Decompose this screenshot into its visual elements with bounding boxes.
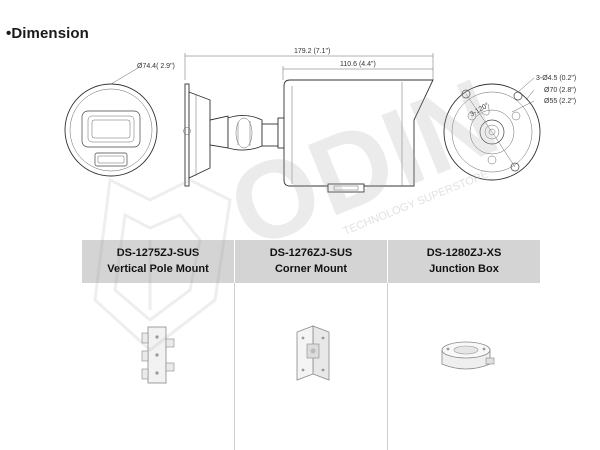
accessories-table: DS-1275ZJ-SUS Vertical Pole Mount DS-127…	[82, 240, 540, 450]
accessory-model: DS-1280ZJ-XS	[426, 247, 502, 259]
accessory-model: DS-1275ZJ-SUS	[116, 247, 200, 259]
column-divider	[387, 283, 388, 450]
dimension-drawing: Ø74.4( 2.9") 179.2 (7.1") 110.6 (4.4")	[64, 48, 576, 193]
base-outer-label: Ø70 (2.8")	[544, 87, 576, 94]
accessory-name: Vertical Pole Mount	[107, 263, 209, 275]
total-length-label: 179.2 (7.1")	[294, 48, 330, 55]
accessory-column: DS-1280ZJ-XS Junction Box	[388, 240, 540, 450]
junction-box-icon	[441, 341, 495, 370]
accessory-column: DS-1276ZJ-SUS Corner Mount	[235, 240, 387, 450]
accessory-header: DS-1275ZJ-SUS Vertical Pole Mount	[82, 240, 234, 283]
accessory-column: DS-1275ZJ-SUS Vertical Pole Mount	[82, 240, 234, 450]
base-inner-label: Ø55 (2.2")	[544, 98, 576, 105]
front-diameter-label: Ø74.4( 2.9")	[137, 63, 175, 70]
body-length-label: 110.6 (4.4")	[340, 61, 376, 68]
base-view	[443, 83, 541, 181]
accessory-name: Corner Mount	[274, 263, 348, 275]
accessory-header: DS-1280ZJ-XS Junction Box	[388, 240, 540, 283]
accessory-name: Junction Box	[429, 263, 499, 275]
corner-mount-bracket-icon	[296, 325, 330, 381]
section-heading: •Dimension	[6, 25, 89, 42]
holes-label: 3-Ø4.5 (0.2")	[536, 75, 576, 82]
pole-mount-bracket-icon	[141, 326, 175, 384]
side-view	[183, 79, 434, 193]
front-view	[64, 67, 158, 177]
accessory-model: DS-1276ZJ-SUS	[269, 247, 353, 259]
accessory-header: DS-1276ZJ-SUS Corner Mount	[235, 240, 387, 283]
column-divider	[234, 283, 235, 450]
